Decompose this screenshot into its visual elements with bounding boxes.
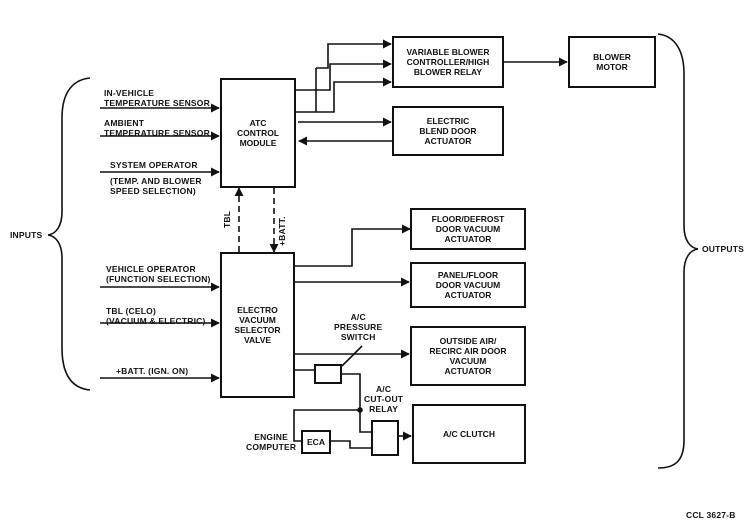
in-vehicle-temp-sensor-label: IN-VEHICLE TEMPERATURE SENSOR [104, 88, 210, 108]
vehicle-operator-label: VEHICLE OPERATOR (FUNCTION SELECTION) [106, 264, 211, 284]
ac-clutch-label: A/C CLUTCH [443, 429, 495, 439]
system-operator-label: SYSTEM OPERATOR [110, 160, 198, 170]
panel-floor-label: PANEL/FLOOR DOOR VACUUM ACTUATOR [435, 270, 501, 300]
atc-control-module-label: ATC CONTROL MODULE [236, 118, 280, 148]
ambient-temp-sensor-label: AMBIENT TEMPERATURE SENSOR [104, 118, 210, 138]
ac-pressure-switch [314, 364, 342, 384]
electric-blend-door-actuator: ELECTRIC BLEND DOOR ACTUATOR [392, 106, 504, 156]
ac-pressure-switch-label: A/C PRESSURE SWITCH [334, 312, 383, 342]
ac-cutout-relay [371, 420, 399, 456]
ac-cutout-relay-label: A/C CUT-OUT RELAY [364, 384, 404, 414]
eca-box: ECA [301, 430, 331, 454]
system-operator-note: (TEMP. AND BLOWER SPEED SELECTION) [110, 176, 202, 196]
floor-defrost-label: FLOOR/DEFROST DOOR VACUUM ACTUATOR [431, 214, 505, 244]
outside-air-label: OUTSIDE AIR/ RECIRC AIR DOOR VACUUM ACTU… [429, 336, 507, 376]
blower-motor: BLOWER MOTOR [568, 36, 656, 88]
tbl-celo-label: TBL (CELO) (VACUUM & ELECTRIC) [106, 306, 206, 326]
outputs-label: OUTPUTS [702, 244, 745, 254]
variable-blower-controller: VARIABLE BLOWER CONTROLLER/HIGH BLOWER R… [392, 36, 504, 88]
selector-valve-label: ELECTRO VACUUM SELECTOR VALVE [234, 305, 281, 345]
ac-clutch: A/C CLUTCH [412, 404, 526, 464]
tbl-link-label: TBL [222, 210, 232, 228]
batt-link-label: +BATT. [277, 216, 287, 246]
outputs-brace [657, 33, 699, 469]
blower-motor-label: BLOWER MOTOR [593, 52, 631, 72]
panel-floor-actuator: PANEL/FLOOR DOOR VACUUM ACTUATOR [410, 262, 526, 308]
inputs-brace [47, 77, 91, 391]
outside-air-recirc-actuator: OUTSIDE AIR/ RECIRC AIR DOOR VACUUM ACTU… [410, 326, 526, 386]
floor-defrost-actuator: FLOOR/DEFROST DOOR VACUUM ACTUATOR [410, 208, 526, 250]
eca-label: ECA [307, 437, 325, 447]
figure-code: CCL 3627-B [686, 510, 736, 520]
blower-controller-label: VARIABLE BLOWER CONTROLLER/HIGH BLOWER R… [406, 47, 490, 77]
electro-vacuum-selector-valve: ELECTRO VACUUM SELECTOR VALVE [220, 252, 295, 398]
blend-door-label: ELECTRIC BLEND DOOR ACTUATOR [419, 116, 477, 146]
atc-control-module: ATC CONTROL MODULE [220, 78, 296, 188]
inputs-label: INPUTS [10, 230, 43, 240]
batt-ign-label: +BATT. (IGN. ON) [116, 366, 189, 376]
engine-computer-label: ENGINE COMPUTER [246, 432, 297, 452]
